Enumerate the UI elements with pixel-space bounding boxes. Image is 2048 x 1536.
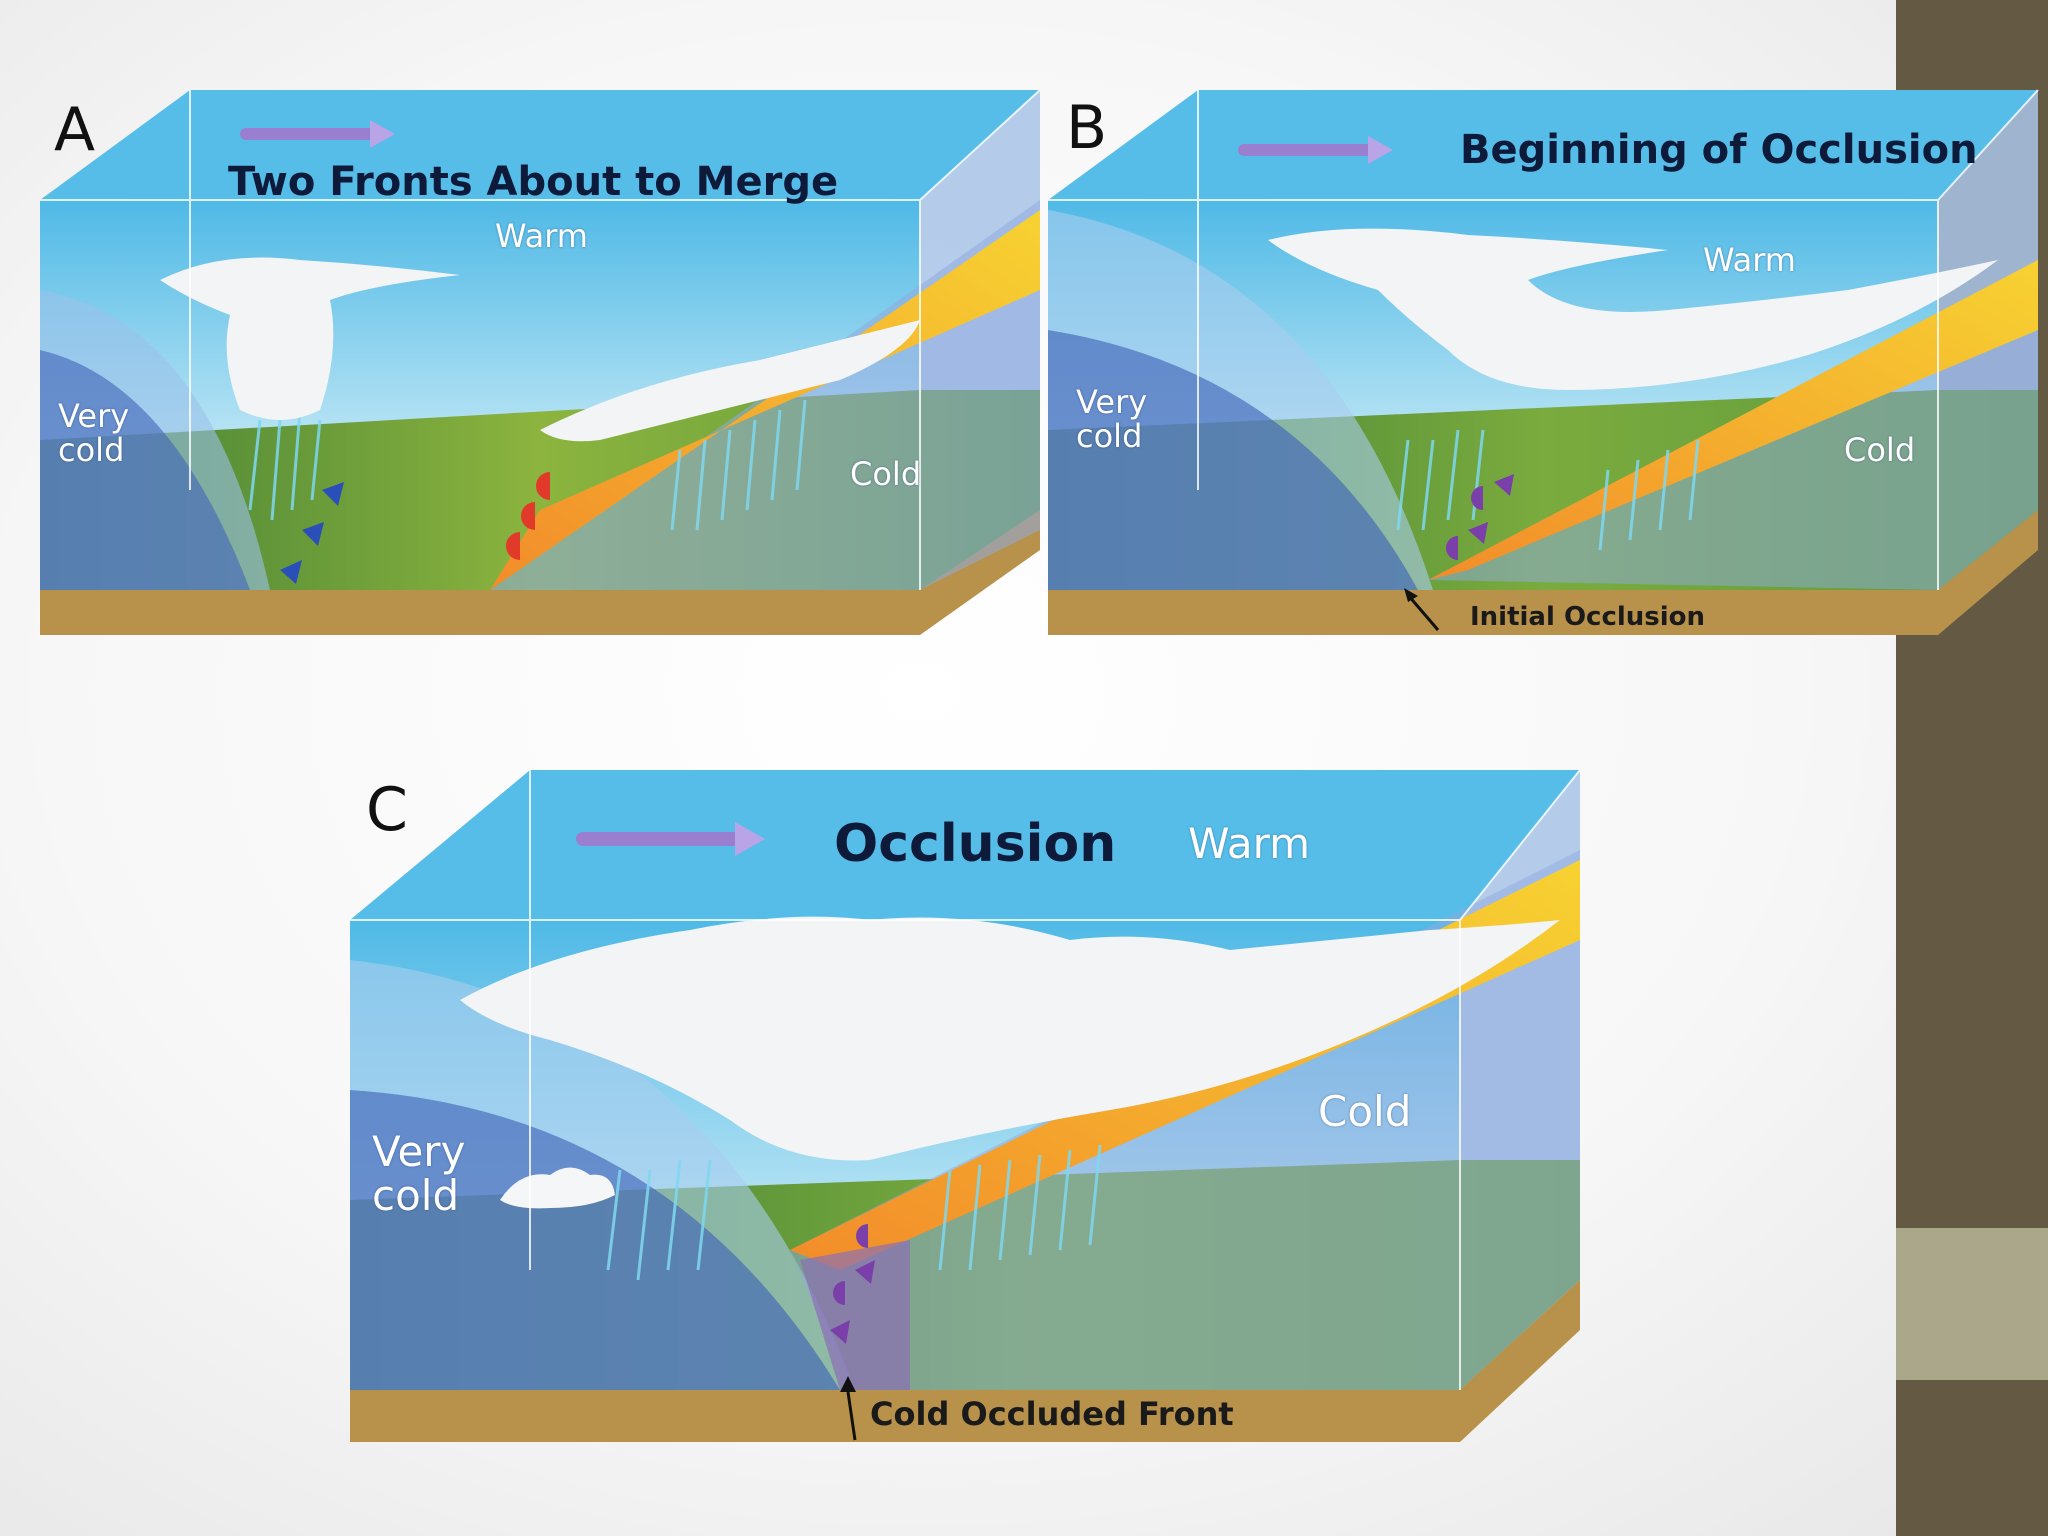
panel-c-occluded-air [800, 1240, 910, 1390]
arrow-right-icon [1238, 136, 1393, 164]
panel-a-cumulonimbus-cloud [160, 257, 460, 420]
panel-a-soil [40, 510, 1040, 635]
panel-a-cold-front-symbols [280, 482, 344, 584]
panel-a-stratus-cloud [540, 320, 920, 442]
panel-c-cold-label: Cold [1318, 1087, 1412, 1136]
panel-c-cold-front-surface [350, 960, 855, 1390]
panel-a-title: Two Fronts About to Merge [228, 159, 839, 205]
panel-b-soil [1048, 510, 2038, 635]
panel-c-cloud [460, 916, 1560, 1161]
panel-b-warm-label: Warm [1703, 241, 1796, 279]
panel-b-cold-label: Cold [1844, 431, 1916, 469]
panel-a-cold-front-surface [40, 290, 270, 590]
panel-c: C Occlusion Warm Cold Very cold Cold Occ… [350, 769, 1581, 1460]
panel-c-top-face [350, 770, 1580, 920]
panel-b-occluded-front-symbols [1446, 474, 1514, 560]
panel-b-rain [1396, 429, 1700, 551]
panel-c-rain [606, 1144, 1102, 1281]
panel-b: B Beginning of Occlusion Warm Cold Very … [1048, 89, 2039, 650]
panel-c-warm-label: Warm [1188, 819, 1311, 868]
panel-a-illustration [40, 89, 1041, 635]
panel-a-warm-label: Warm [495, 217, 588, 255]
panel-b-illustration [1048, 89, 2039, 635]
panel-c-front-pointer [846, 1391, 857, 1441]
panel-a-cold-label: Cold [850, 455, 922, 493]
panel-a: A Two Fronts About to Merge Warm Cold Ve… [40, 89, 1041, 650]
panel-a-very-cold-air [40, 350, 250, 590]
panel-b-cold-front-surface [1048, 210, 1433, 590]
panel-c-very-cold-label: Very cold [372, 1127, 466, 1221]
panel-c-front-label: Cold Occluded Front [870, 1395, 1234, 1433]
panel-b-title: Beginning of Occlusion [1460, 127, 1978, 173]
panel-b-cloud [1268, 228, 1998, 390]
panel-b-front-label: Initial Occlusion [1470, 602, 1706, 632]
panel-a-top-face [40, 90, 1040, 200]
panel-c-occluded-front-symbols [830, 1224, 875, 1344]
panel-c-very-cold-air [350, 1090, 840, 1390]
slide-sidebar-band [1896, 1228, 2048, 1380]
panel-c-letter: C [366, 775, 408, 845]
panel-b-warm-front-surface [1428, 260, 2038, 580]
panel-b-very-cold-label: Very cold [1076, 383, 1148, 455]
panel-c-illustration [350, 769, 1581, 1442]
panel-c-small-cloud [500, 1167, 615, 1209]
panel-a-letter: A [54, 95, 96, 165]
panel-b-very-cold-air [1048, 330, 1418, 590]
panel-b-front-pointer [1406, 594, 1440, 631]
panel-b-top-face [1048, 90, 2038, 200]
panel-c-soil [350, 1280, 1580, 1442]
arrow-right-icon [576, 822, 765, 856]
panel-a-rain [248, 399, 807, 531]
panel-b-letter: B [1066, 93, 1108, 163]
panel-a-very-cold-label: Very cold [58, 397, 130, 469]
panel-a-warm-front-surface [490, 210, 1040, 590]
panel-a-warm-front-symbols [506, 472, 550, 560]
panel-c-title: Occlusion [834, 814, 1117, 874]
arrow-right-icon [240, 120, 395, 148]
